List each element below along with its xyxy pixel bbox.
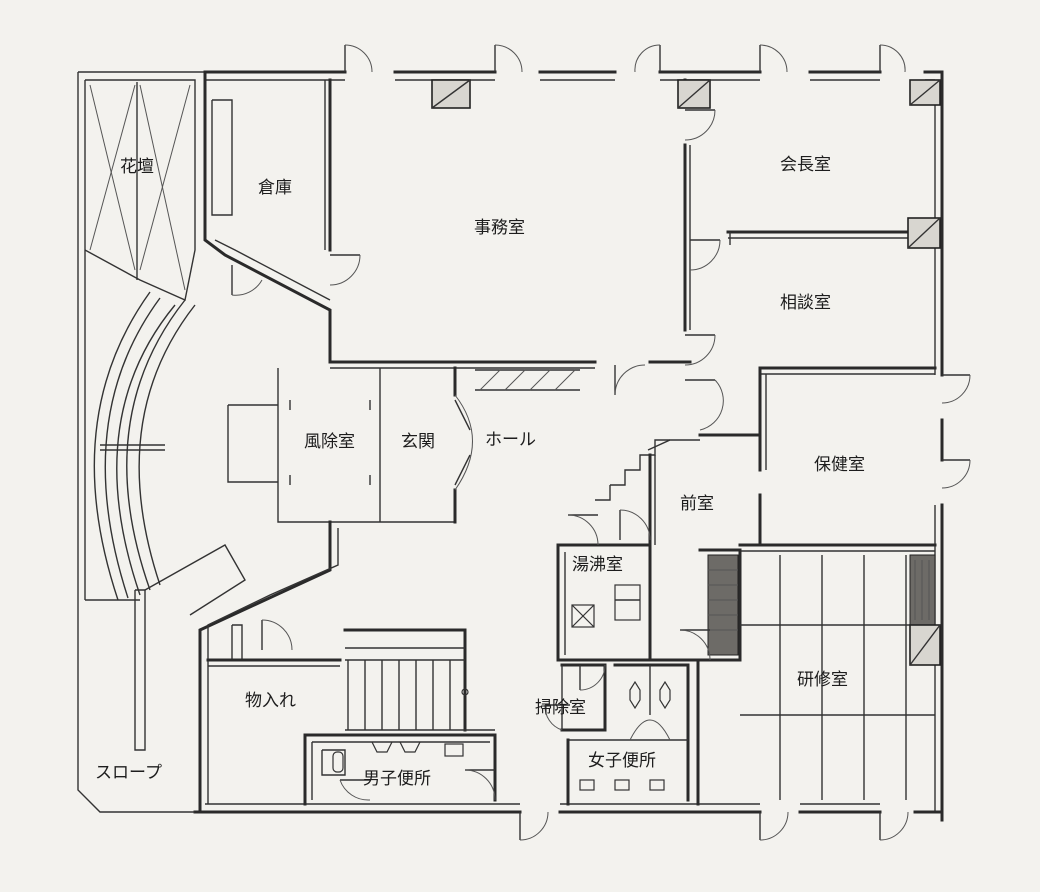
vestibule-walls	[595, 433, 762, 662]
label-jimushitsu: 事務室	[474, 218, 525, 238]
label-kenshushitsu: 研修室	[797, 670, 848, 690]
label-danshi-benjo: 男子便所	[363, 769, 431, 789]
mens-toilet	[303, 733, 497, 806]
label-monoire: 物入れ	[245, 691, 296, 711]
training-room	[696, 548, 936, 806]
label-slope: スロープ	[95, 763, 162, 783]
storage-walls	[203, 70, 332, 362]
label-hall: ホール	[485, 430, 536, 450]
water-heater-room	[556, 543, 702, 662]
main-stairs	[343, 628, 495, 732]
label-yuwakashishitsu: 湯沸室	[572, 555, 623, 575]
label-kadan: 花壇	[120, 157, 154, 177]
label-sodanshitsu: 相談室	[780, 293, 831, 313]
entrance-walls	[227, 366, 580, 524]
slope-ramp	[85, 291, 246, 751]
doors	[231, 44, 971, 841]
flower-bed	[84, 79, 196, 301]
health-room-walls	[738, 366, 937, 552]
label-fujoshitsu: 風除室	[304, 432, 355, 452]
office-walls	[328, 78, 692, 369]
label-sojishitsu: 掃除室	[535, 698, 586, 718]
label-joshi-benjo: 女子便所	[588, 751, 656, 771]
label-genkan: 玄関	[401, 432, 435, 452]
chairman-consult-walls	[726, 230, 912, 245]
pillars	[431, 79, 941, 666]
label-zenshitsu: 前室	[680, 494, 714, 514]
label-kaichoshitsu: 会長室	[780, 155, 831, 175]
label-souko: 倉庫	[258, 178, 292, 198]
room-labels: 花壇 倉庫 事務室 会長室 相談室 風除室 玄関 ホール 保健室 前室 湯沸室 …	[95, 155, 865, 789]
lower-diagonal-walls	[198, 520, 342, 814]
outer-walls	[77, 70, 944, 822]
cleaning-and-womens-toilet	[560, 663, 690, 806]
label-hokenshitsu: 保健室	[814, 455, 865, 475]
